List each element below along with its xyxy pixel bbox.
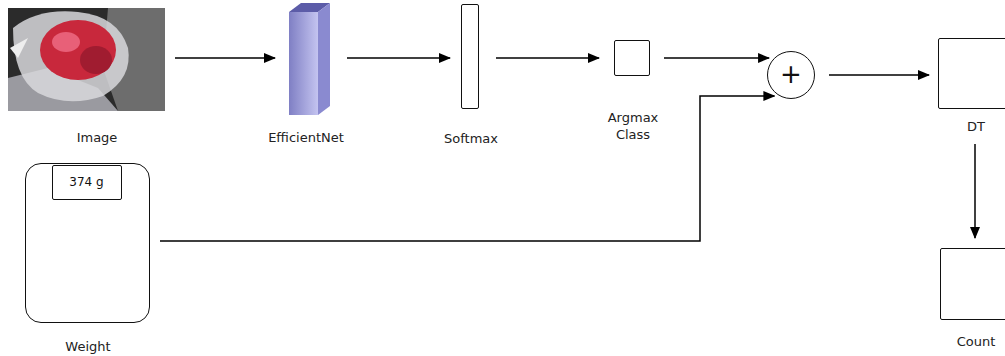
photo-illustration	[8, 8, 165, 111]
node-label: DT	[967, 118, 985, 135]
node-label: Softmax	[444, 130, 498, 147]
scale-display: 374 g	[52, 165, 122, 200]
input-image: Image	[8, 8, 165, 111]
red-produce	[40, 20, 116, 80]
highlight	[52, 32, 80, 52]
arrow-connector	[829, 74, 929, 76]
arrow-connector	[160, 96, 774, 241]
node-label: EfficientNet	[268, 129, 344, 146]
arrow-connector	[175, 57, 275, 59]
scale-body: Weight374 g	[25, 163, 150, 323]
sum-circle: +	[767, 51, 815, 99]
prism-illustration	[289, 2, 331, 116]
bag-knot	[10, 38, 28, 58]
node-label: Argmax Class	[602, 109, 664, 143]
photo-ground	[8, 8, 165, 111]
arrow-connector	[496, 57, 599, 59]
count-box: Count	[940, 248, 1005, 320]
node-label: Count	[957, 333, 996, 350]
network-block: EfficientNet	[289, 2, 331, 116]
node-label: Image	[77, 129, 118, 146]
arrow-connector	[664, 57, 769, 59]
arrow-connector	[347, 57, 450, 59]
tree-box: DT	[938, 38, 1005, 109]
node-text: +	[780, 61, 802, 87]
shade	[80, 46, 112, 74]
prism-front	[289, 12, 318, 115]
softmax-layer: Softmax	[461, 4, 479, 109]
plastic-bag	[13, 11, 129, 101]
arrow-connector	[974, 144, 976, 238]
node-text: 374 g	[69, 176, 103, 188]
node-label: Weight	[65, 338, 110, 355]
prism-side	[318, 3, 330, 115]
argmax-box: Argmax Class	[614, 40, 650, 76]
